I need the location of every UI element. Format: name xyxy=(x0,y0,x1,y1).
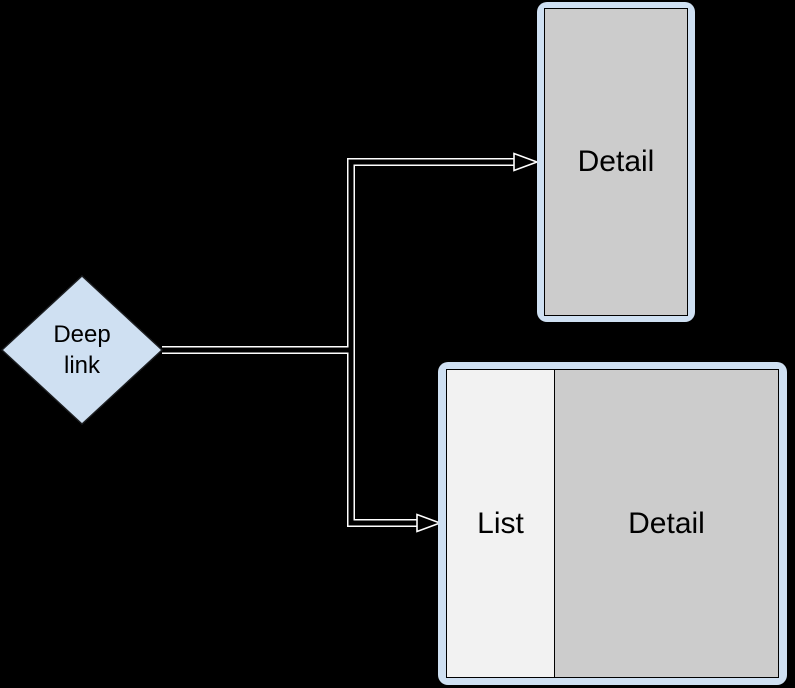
deep-link-label: Deep link xyxy=(2,276,162,424)
deep-link-label-line1: Deep xyxy=(53,321,111,348)
list-detail-screen-frame: List Detail xyxy=(438,362,787,685)
decision-diamond xyxy=(0,275,164,425)
list-detail-screen-body: List Detail xyxy=(446,369,779,678)
connector-deeplink-to-detail-casing xyxy=(162,158,515,354)
arrowhead-bottom-icon xyxy=(416,513,443,533)
deep-link-label-line2: link xyxy=(63,352,100,379)
list-pane: List xyxy=(447,370,555,677)
detail-screen-label: Detail xyxy=(577,145,655,178)
arrowhead-top-icon xyxy=(513,152,540,172)
detail-pane-label: Detail xyxy=(628,506,705,540)
connector-deeplink-to-listdetail-casing xyxy=(347,350,418,527)
list-pane-label: List xyxy=(477,506,524,540)
detail-pane: Detail xyxy=(555,370,778,677)
detail-screen-pane: Detail xyxy=(544,8,688,316)
detail-screen-frame: Detail xyxy=(537,2,695,322)
connector-deeplink-to-detail-core xyxy=(162,159,515,353)
connector-deeplink-to-listdetail-core xyxy=(348,350,418,526)
